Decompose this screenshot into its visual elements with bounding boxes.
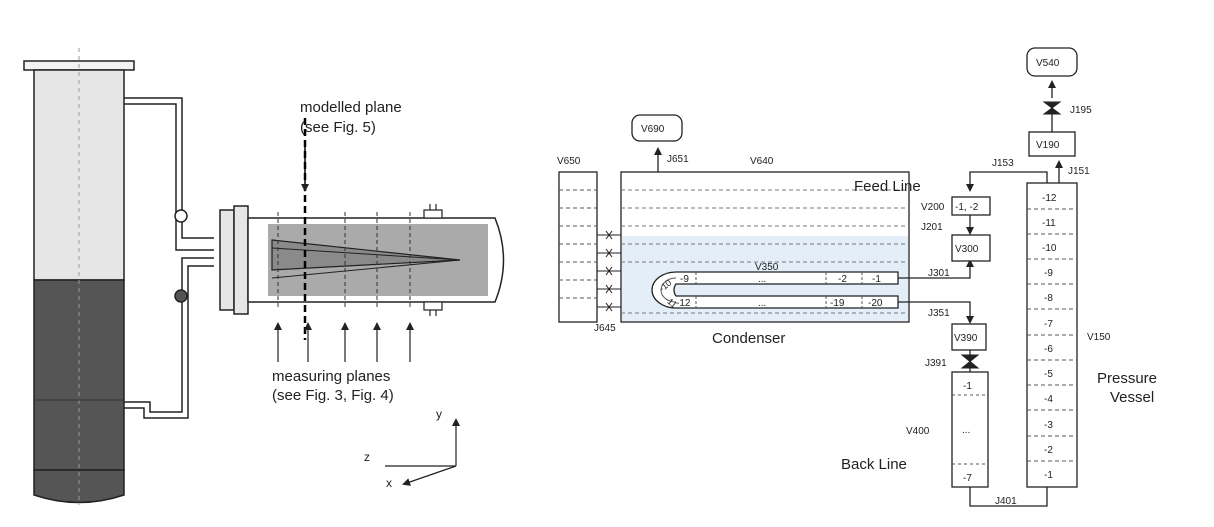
v350-label: V350	[755, 262, 779, 273]
v390-label: V390	[954, 333, 978, 344]
right-figure: V690 J651 V640 V650 J645	[557, 47, 1157, 507]
j645-label: J645	[594, 323, 616, 334]
tube-lower-cell-3: -19	[830, 298, 845, 309]
v690-label: V690	[641, 124, 665, 135]
back-line-cell-1: -1	[963, 381, 972, 392]
u-tube	[651, 271, 899, 309]
v190-label: V190	[1036, 140, 1060, 151]
pv-cell-8: -8	[1044, 293, 1053, 304]
tube-lower-cell-4: -20	[868, 298, 883, 309]
tube-upper-cell-1: -9	[680, 274, 689, 285]
j651-label: J651	[667, 154, 689, 165]
feed-line-label: Feed Line	[854, 178, 921, 195]
feed-line-pipes	[898, 171, 1048, 507]
v540-label: V540	[1036, 58, 1060, 69]
measuring-planes-label: measuring planes	[272, 368, 390, 385]
v150-column	[1026, 182, 1078, 488]
axis-x-label: x	[386, 476, 392, 490]
tube-upper-cell-4: -1	[872, 274, 881, 285]
pv-cell-5: -5	[1044, 369, 1053, 380]
v400-column	[951, 371, 989, 488]
j301-label: J301	[928, 268, 950, 279]
pv-cell-12: -12	[1042, 193, 1057, 204]
horizontal-test-section	[219, 118, 505, 362]
modelled-plane-label: modelled plane	[300, 99, 402, 116]
v690-node	[631, 114, 683, 142]
back-line-label: Back Line	[841, 456, 907, 473]
coordinate-axes	[385, 418, 460, 486]
v300-node	[951, 234, 991, 262]
v540-node	[1026, 47, 1078, 77]
v200-label: V200	[921, 202, 945, 213]
tube-lower-cell-1: -12	[676, 298, 691, 309]
j195-label: J195	[1070, 105, 1092, 116]
pressure-vessel-label-2: Vessel	[1110, 389, 1154, 406]
j153-label: J153	[992, 158, 1014, 169]
tube-lower-cell-2: ...	[758, 298, 766, 309]
v200-node	[951, 196, 991, 216]
j391-label: J391	[925, 358, 947, 369]
pressure-vessel-label-1: Pressure	[1097, 370, 1157, 387]
v650-label: V650	[557, 156, 581, 167]
j351-label: J351	[928, 308, 950, 319]
measuring-planes-ref: (see Fig. 3, Fig. 4)	[272, 387, 394, 404]
j201-label: J201	[921, 222, 943, 233]
left-figure: modelled plane (see Fig. 5) measuring pl…	[23, 48, 505, 505]
cross-junctions	[597, 230, 621, 312]
v300-label: V300	[955, 244, 979, 255]
v640-label: V640	[750, 156, 774, 167]
vertical-vessel	[23, 48, 135, 505]
tube-upper-cell-2: ...	[758, 274, 766, 285]
v390-node	[951, 323, 987, 351]
pv-cell-7: -7	[1044, 319, 1053, 330]
j151-label: J151	[1068, 166, 1090, 177]
pv-cell-2: -2	[1044, 445, 1053, 456]
connecting-pipes	[124, 97, 214, 419]
pv-cell-3: -3	[1044, 420, 1053, 431]
pv-cell-6: -6	[1044, 344, 1053, 355]
back-line-cell-3: -7	[963, 473, 972, 484]
j391-valve-icon	[960, 354, 980, 369]
modelled-plane-ref: (see Fig. 5)	[300, 119, 376, 136]
j401-label: J401	[995, 496, 1017, 507]
axis-z-label: z	[364, 450, 370, 464]
v650-column	[558, 171, 598, 323]
pv-cell-9: -9	[1044, 268, 1053, 279]
condenser-label: Condenser	[712, 330, 785, 347]
v190-node	[1028, 131, 1076, 157]
v150-label: V150	[1087, 332, 1111, 343]
pv-cell-1: -1	[1044, 470, 1053, 481]
axis-y-label: y	[436, 407, 442, 421]
pv-cell-11: -11	[1042, 218, 1056, 229]
j195-valve-icon	[1042, 101, 1062, 115]
v200-cells: -1, -2	[955, 202, 979, 213]
pv-cell-10: -10	[1042, 243, 1057, 254]
pv-cell-4: -4	[1044, 394, 1053, 405]
tube-upper-cell-3: -2	[838, 274, 847, 285]
back-line-cell-2: ...	[962, 425, 970, 436]
v400-label: V400	[906, 426, 930, 437]
